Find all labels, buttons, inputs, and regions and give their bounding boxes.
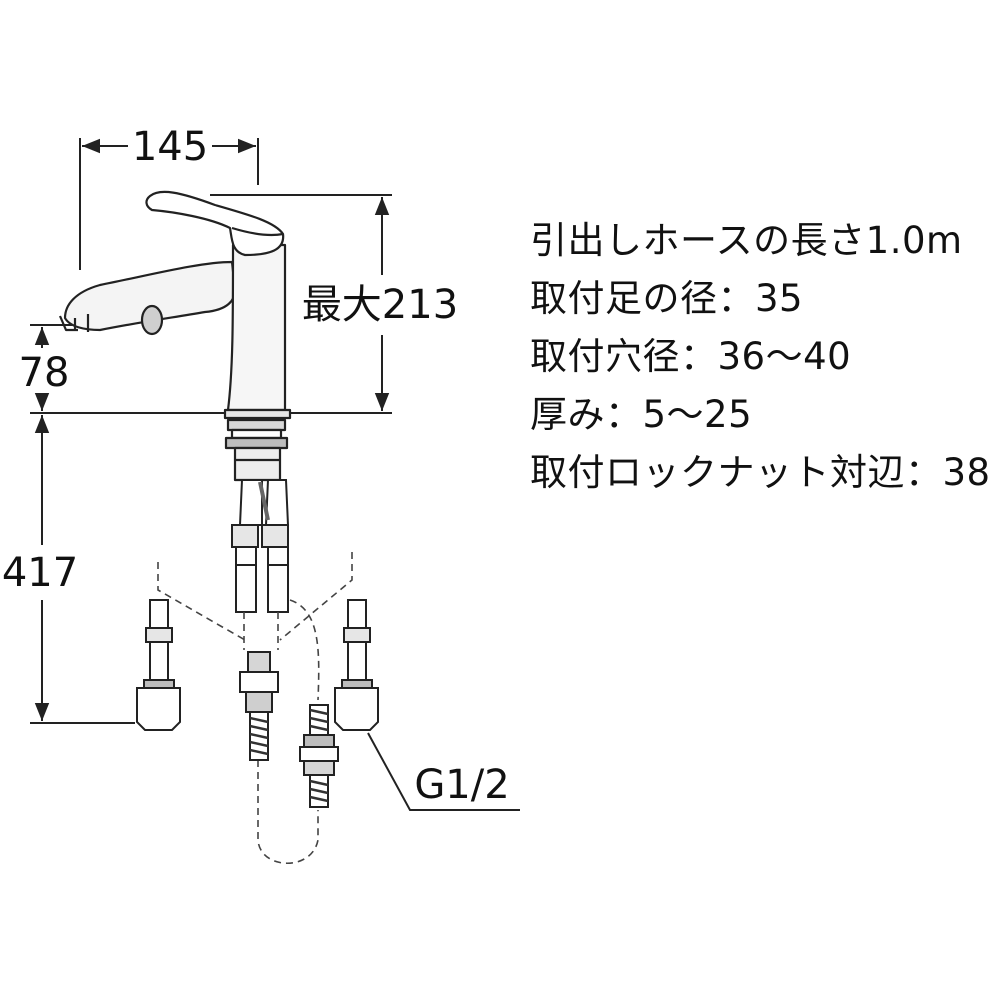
spec-hose-length: 引出しホースの長さ1.0m xyxy=(530,219,963,262)
spec-counter-thickness: 厚み：5〜25 xyxy=(530,393,753,436)
dimension-78-label: 78 xyxy=(19,350,70,396)
faucet-body xyxy=(58,190,292,482)
connection-guides xyxy=(157,552,353,864)
hose-fitting xyxy=(239,651,279,761)
dimension-max-213 xyxy=(210,194,392,414)
spec-mount-hole-diameter: 取付穴径：36〜40 xyxy=(530,335,852,378)
spout-ring xyxy=(140,304,164,336)
cold-water-connector xyxy=(334,599,379,731)
dimension-417-label: 417 xyxy=(2,550,78,596)
spout xyxy=(63,260,237,332)
lever-handle xyxy=(145,190,285,257)
spec-foot-diameter: 取付足の径：35 xyxy=(530,277,804,320)
spec-list: 引出しホースの長さ1.0m 取付足の径：35 取付穴径：36〜40 厚み：5〜2… xyxy=(530,212,991,502)
hot-water-connector xyxy=(136,599,181,731)
dimension-145 xyxy=(79,138,259,270)
thread-label: G1/2 xyxy=(414,762,509,808)
base-plate xyxy=(223,408,292,420)
spec-lock-nut-size: 取付ロックナット対辺：38 xyxy=(530,451,991,494)
dimension-145-label: 145 xyxy=(132,124,208,170)
shank xyxy=(233,446,282,482)
dimension-417 xyxy=(30,415,135,724)
supply-tubes xyxy=(231,479,290,613)
dimension-max-213-label: 最大213 xyxy=(302,282,458,328)
thread-leader xyxy=(367,732,520,811)
lock-nut xyxy=(224,436,289,450)
faucet-column xyxy=(226,243,287,412)
hose-weight xyxy=(299,704,339,808)
